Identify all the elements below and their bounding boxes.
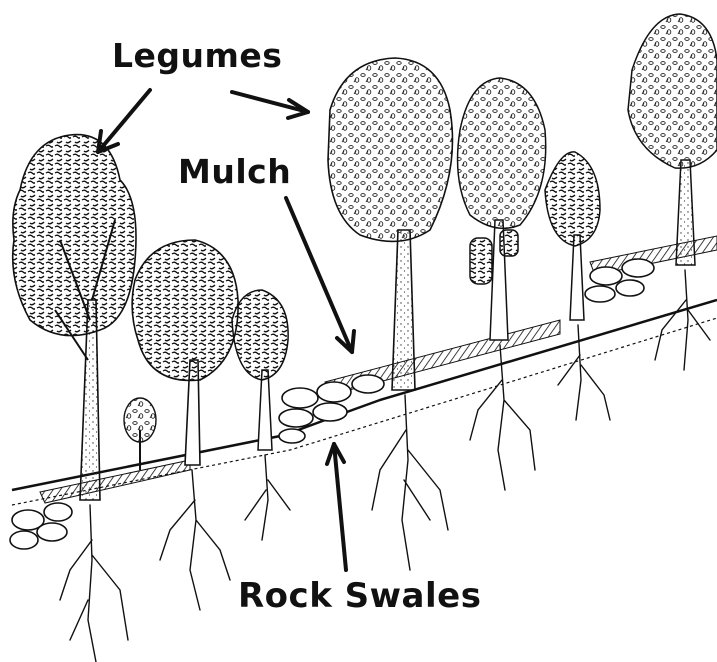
tree-bush-left: [232, 290, 288, 450]
tree-tall-right: [628, 14, 717, 265]
tree-small-sapling: [124, 398, 156, 470]
rock-swales-label: Rock Swales: [238, 576, 481, 616]
tree-legume-left: [13, 135, 136, 500]
legumes-label: Legumes: [112, 36, 282, 75]
tree-fruit-center: [458, 78, 546, 340]
ground: [12, 300, 717, 505]
mulch-label: Mulch: [178, 152, 291, 191]
